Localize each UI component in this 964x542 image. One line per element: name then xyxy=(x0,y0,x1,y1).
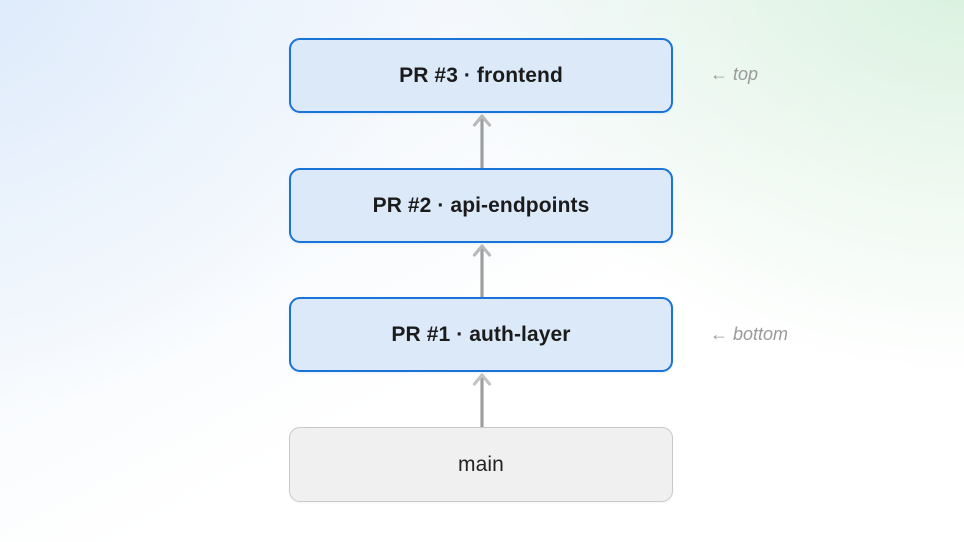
edge-main-to-pr1 xyxy=(469,371,495,428)
node-pr3-label: PR #3 · frontend xyxy=(399,63,563,87)
node-pr1-label: PR #1 · auth-layer xyxy=(391,322,571,346)
node-pr2-label: PR #2 · api-endpoints xyxy=(372,193,590,217)
node-pr1[interactable]: PR #1 · auth-layer xyxy=(289,297,673,372)
edge-pr1-to-pr2 xyxy=(469,242,495,299)
node-pr3[interactable]: PR #3 · frontend xyxy=(289,38,673,113)
node-main-label: main xyxy=(458,452,504,476)
node-main[interactable]: main xyxy=(289,427,673,502)
node-pr2[interactable]: PR #2 · api-endpoints xyxy=(289,168,673,243)
annotation-bottom: ← bottom xyxy=(710,324,789,344)
edge-pr2-to-pr3 xyxy=(469,112,495,169)
annotation-top: ← top xyxy=(710,64,759,84)
